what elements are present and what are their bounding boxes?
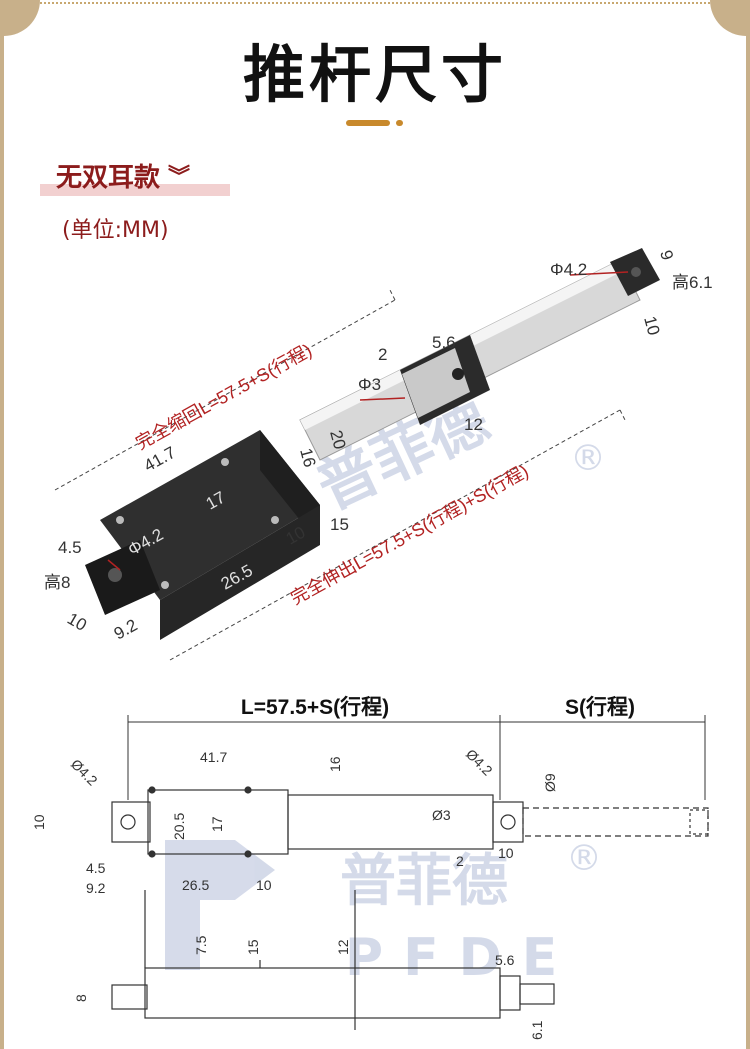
- unit-label: (单位:MM): [62, 218, 169, 243]
- top-view-outline: [111, 786, 709, 858]
- side-dim-8: 8: [73, 994, 89, 1002]
- stroke-label: S(行程): [565, 695, 635, 719]
- side-dim-12: 12: [335, 939, 351, 955]
- top-dim-phi9: Ø9: [542, 773, 558, 792]
- side-dim-15: 15: [245, 939, 261, 955]
- top-length-dims: L=57.5+S(行程) S(行程): [127, 695, 706, 800]
- top-dim-2: 2: [456, 853, 464, 869]
- page-title: 推杆尺寸: [242, 38, 507, 111]
- top-dim-phi42-left: Ø4.2: [68, 756, 101, 789]
- iso-collar: [400, 335, 490, 425]
- iso-dim-2: 2: [378, 345, 387, 364]
- top-dim-phi42-right: Ø4.2: [463, 746, 496, 779]
- top-dim-92: 9.2: [86, 880, 106, 896]
- iso-motor-body: [100, 430, 320, 640]
- iso-dim-12: 12: [464, 415, 483, 434]
- iso-dim-h8: 高8: [44, 573, 70, 592]
- double-chevron-down-icon: ︾: [168, 165, 191, 190]
- section-tag: 无双耳款 ︾: [56, 160, 191, 193]
- iso-dim-16: 16: [296, 446, 319, 469]
- frame-side-right: [746, 36, 750, 1049]
- title-accent-bar: [346, 120, 390, 126]
- top-length-label: L=57.5+S(行程): [241, 695, 389, 719]
- top-dim-10-right: 10: [498, 845, 514, 861]
- iso-dim-phi3: Φ3: [358, 375, 381, 394]
- iso-dim-20: 20: [326, 428, 349, 451]
- top-dotted-rule: [40, 2, 710, 4]
- section-tag-highlight: [40, 184, 230, 196]
- watermark-registered: ®: [570, 438, 606, 479]
- side-view-dim-texts: 7.5 15 12 5.6 8 6.1: [73, 935, 545, 1040]
- iso-dim-45: 4.5: [58, 538, 82, 557]
- top-dim-17: 17: [209, 816, 225, 832]
- iso-dim-rod-hole: Φ4.2: [550, 260, 587, 279]
- top-dim-16: 16: [327, 756, 343, 772]
- top-dim-417: 41.7: [200, 749, 227, 765]
- side-dim-75: 7.5: [193, 935, 209, 955]
- iso-base-lug: [85, 540, 160, 615]
- iso-rod-end: [610, 248, 660, 296]
- watermark-brand-cn-2: 普菲德: [340, 849, 508, 914]
- side-dim-56: 5.6: [495, 952, 515, 968]
- section-tag-label: 无双耳款: [56, 162, 161, 193]
- iso-dim-red-arrows: [107, 271, 629, 571]
- side-dim-61: 6.1: [529, 1020, 545, 1040]
- iso-dim-lines: [54, 289, 626, 661]
- top-dim-10-mid: 10: [256, 877, 272, 893]
- top-dim-265: 26.5: [182, 877, 209, 893]
- iso-dim-56: 5.6: [432, 333, 456, 352]
- top-dim-45: 4.5: [86, 860, 106, 876]
- watermark-registered-2: ®: [566, 838, 602, 879]
- title-accent-dot: [396, 120, 403, 126]
- top-dim-205: 20.5: [171, 813, 187, 840]
- top-dim-phi3: Ø3: [432, 807, 451, 823]
- watermark-drawing: 普菲德 PFDE ®: [165, 838, 602, 988]
- iso-view: 普菲德 ® 完全: [44, 248, 713, 661]
- frame-side-left: [0, 36, 4, 1049]
- iso-dim-h61: 高6.1: [672, 273, 713, 292]
- side-view-outline: [111, 890, 555, 1030]
- iso-dim-15: 15: [330, 515, 349, 534]
- top-dim-10-left: 10: [31, 814, 47, 830]
- iso-dim-10-rod: 10: [640, 314, 663, 337]
- watermark-brand-en: PFDE: [345, 928, 577, 988]
